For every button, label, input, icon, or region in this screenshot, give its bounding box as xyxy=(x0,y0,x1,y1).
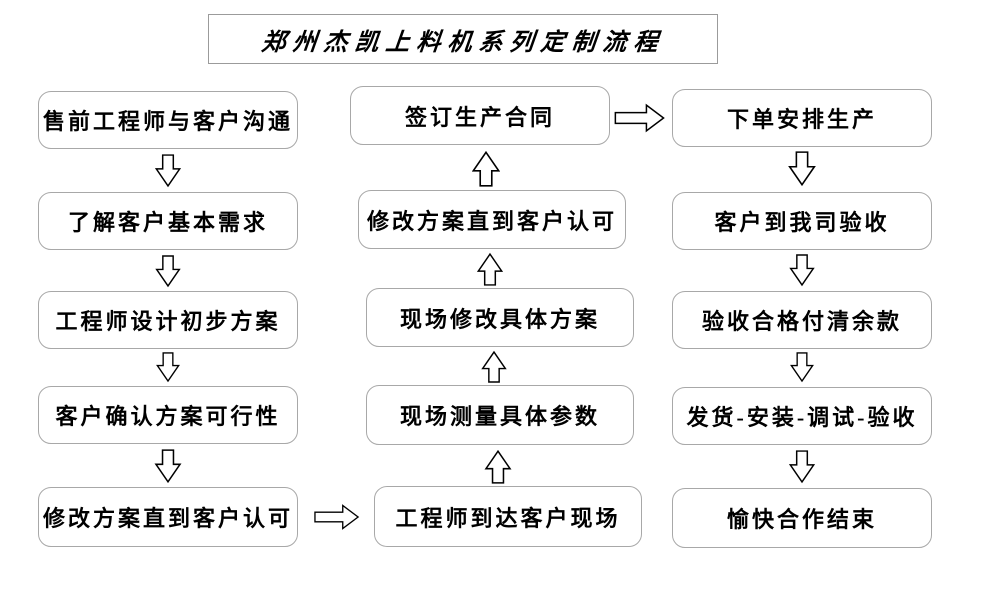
flow-step-initial-design: 工程师设计初步方案 xyxy=(38,291,298,349)
flow-step-pay-balance: 验收合格付清余款 xyxy=(672,291,932,349)
down-arrow-icon xyxy=(788,254,816,287)
flow-step-confirm-feasibility: 客户确认方案可行性 xyxy=(38,386,298,444)
flow-step-order-production: 下单安排生产 xyxy=(672,89,932,147)
right-arrow-icon xyxy=(314,503,360,531)
flow-step-onsite-measure-params: 现场测量具体参数 xyxy=(366,385,634,445)
up-arrow-icon xyxy=(472,150,500,187)
flow-step-revise-until-approved-2: 修改方案直到客户认可 xyxy=(358,190,626,249)
down-arrow-icon xyxy=(154,154,182,188)
down-arrow-icon xyxy=(154,255,182,288)
flow-step-sign-contract: 签订生产合同 xyxy=(350,86,610,145)
flow-step-revise-until-approved-1: 修改方案直到客户认可 xyxy=(38,487,298,547)
down-arrow-icon xyxy=(788,151,816,187)
flow-step-ship-install-debug: 发货-安装-调试-验收 xyxy=(672,387,932,445)
up-arrow-icon xyxy=(476,252,504,286)
down-arrow-icon xyxy=(154,352,182,383)
down-arrow-icon xyxy=(788,450,816,484)
flow-step-customer-acceptance: 客户到我司验收 xyxy=(672,192,932,250)
flow-step-engineer-arrives-site: 工程师到达客户现场 xyxy=(374,486,642,547)
flow-step-understand-needs: 了解客户基本需求 xyxy=(38,192,298,250)
flow-step-onsite-revise-plan: 现场修改具体方案 xyxy=(366,288,634,347)
down-arrow-icon xyxy=(788,352,816,383)
flow-step-cooperation-complete: 愉快合作结束 xyxy=(672,488,932,548)
right-arrow-icon xyxy=(614,103,666,133)
diagram-title: 郑州杰凯上料机系列定制流程 xyxy=(259,29,666,56)
down-arrow-icon xyxy=(154,449,182,484)
flow-step-presale-communication: 售前工程师与客户沟通 xyxy=(38,91,298,149)
up-arrow-icon xyxy=(480,350,508,383)
diagram-title-box: 郑州杰凯上料机系列定制流程 xyxy=(208,14,718,64)
up-arrow-icon xyxy=(484,449,512,484)
